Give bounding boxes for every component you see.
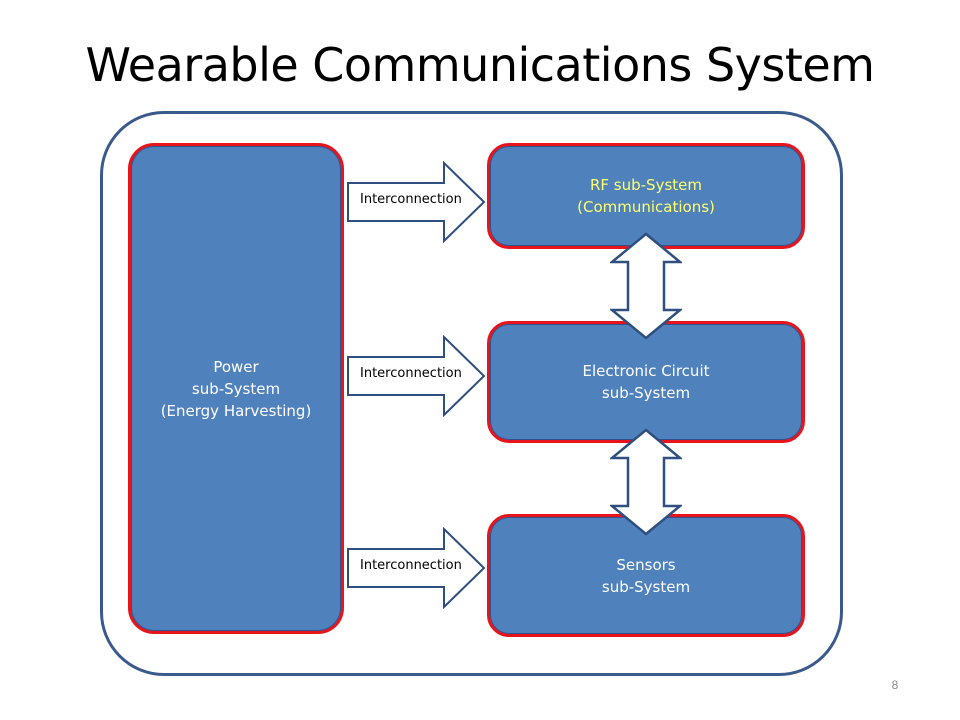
right-arrow-icon [347,527,486,609]
sensors-line-2: sub-System [601,577,691,596]
right-arrow-icon [347,161,486,243]
double-arrow-icon [608,428,684,536]
interconnection-arrow-rf: Interconnection [346,161,486,243]
power-line-3: (Energy Harvesting) [160,401,312,420]
sensors-line-1: Sensors [616,555,676,574]
page-number: 8 [891,678,899,692]
interconnection-arrow-electronic: Interconnection [346,335,486,417]
electronic-line-1: Electronic Circuit [582,362,710,380]
interconnection-label: Interconnection [360,366,462,381]
power-subsystem-block: Power sub-System (Energy Harvesting) [128,143,344,634]
interconnection-arrow-sensors: Interconnection [346,527,486,609]
electronic-line-2: sub-System [601,384,691,402]
slide-title: Wearable Communications System [85,38,875,92]
bidirectional-link-rf-electronic [608,232,684,340]
right-arrow-icon [347,335,486,417]
rf-line-1: RF sub-System [589,176,702,194]
interconnection-label: Interconnection [360,558,462,573]
power-line-2: sub-System [191,379,281,398]
power-line-1: Power [213,357,259,376]
bidirectional-link-electronic-sensors [608,428,684,536]
system-container [100,111,843,676]
rf-line-2: (Communications) [577,198,715,216]
interconnection-label: Interconnection [360,192,462,207]
double-arrow-icon [608,232,684,340]
